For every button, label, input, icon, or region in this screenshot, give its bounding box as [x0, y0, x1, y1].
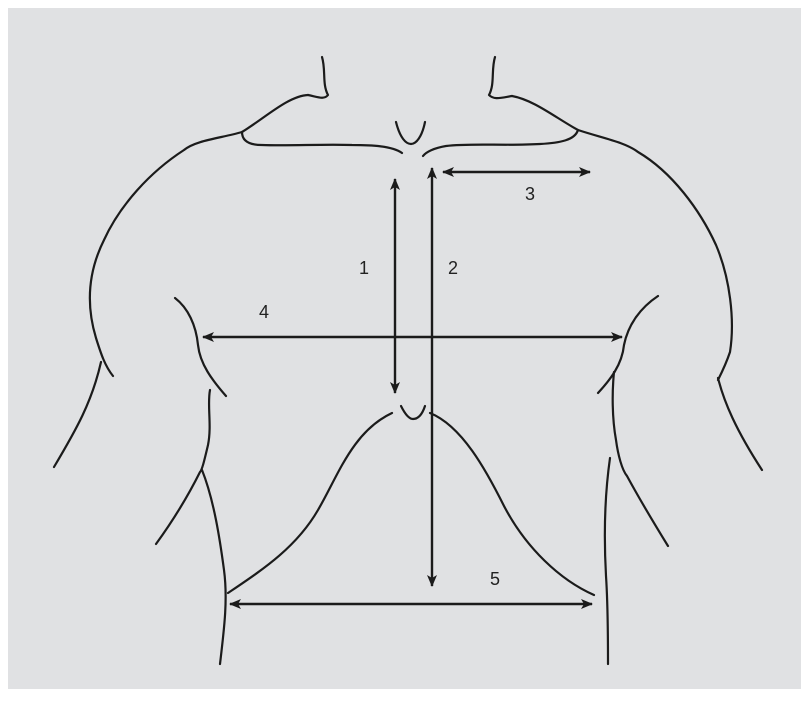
measurement-label-1: 1 [359, 258, 369, 278]
right-hip-line [605, 458, 610, 664]
left-ribcage-line [228, 413, 392, 593]
suprasternal-notch [396, 122, 425, 144]
xiphoid-notch [401, 406, 425, 419]
left-shoulder-arm [90, 95, 308, 376]
neck-right-line [489, 57, 512, 98]
left-arm-outer [54, 362, 101, 467]
right-clavicle [423, 130, 578, 156]
left-hip-line [202, 470, 226, 664]
measurement-label-2: 2 [448, 258, 458, 278]
left-clavicle [242, 132, 402, 153]
measurement-label-3: 3 [525, 184, 535, 204]
measurement-label-4: 4 [259, 302, 269, 322]
right-arm-outer [718, 378, 762, 470]
neck-left-line [308, 57, 328, 98]
right-ribcage-line [430, 413, 594, 595]
measurement-label-5: 5 [490, 569, 500, 589]
left-pectoral-line [175, 298, 226, 396]
measurement-arrows [203, 168, 622, 604]
right-torso-side [613, 372, 668, 546]
measurement-labels: 1 2 3 4 5 [259, 184, 535, 589]
torso-outline [54, 57, 762, 664]
left-torso-side [156, 390, 210, 544]
right-pectoral-line [598, 296, 658, 393]
